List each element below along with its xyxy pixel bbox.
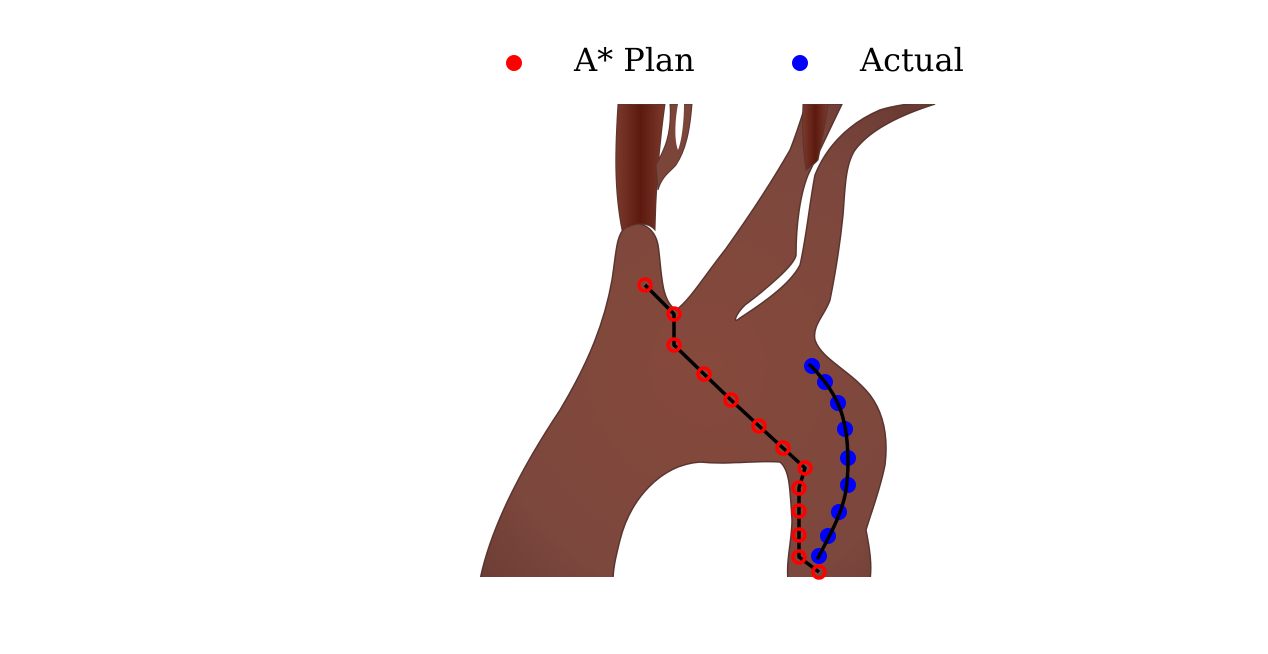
plan-path-line	[643, 283, 821, 574]
plan-point	[811, 564, 827, 580]
actual-path	[804, 358, 856, 564]
legend-actual-marker	[792, 55, 808, 71]
left-side-branch	[655, 104, 693, 191]
plan-point	[791, 527, 807, 543]
vessel-body	[479, 104, 936, 577]
actual-path-line	[808, 363, 850, 560]
plan-point	[791, 480, 807, 496]
plan-point	[791, 503, 807, 519]
plan-point	[797, 460, 813, 476]
plan-point	[775, 440, 791, 456]
plan-point	[791, 549, 807, 565]
plan-point	[696, 366, 712, 382]
left-side-branch-gap	[675, 104, 684, 150]
plan-path-markers	[637, 277, 827, 580]
plan-point	[666, 337, 682, 353]
plan-path	[637, 277, 827, 580]
legend: A* Plan Actual	[506, 41, 964, 79]
vessel-model	[479, 104, 936, 577]
legend-plan-marker	[506, 55, 522, 71]
plan-point	[751, 418, 767, 434]
legend-plan-label: A* Plan	[573, 41, 695, 79]
right-branch-dark	[802, 104, 829, 172]
plan-point	[637, 277, 653, 293]
plan-point	[723, 392, 739, 408]
left-branch-dark	[615, 104, 666, 232]
legend-actual-label: Actual	[859, 41, 964, 79]
plan-point	[666, 306, 682, 322]
